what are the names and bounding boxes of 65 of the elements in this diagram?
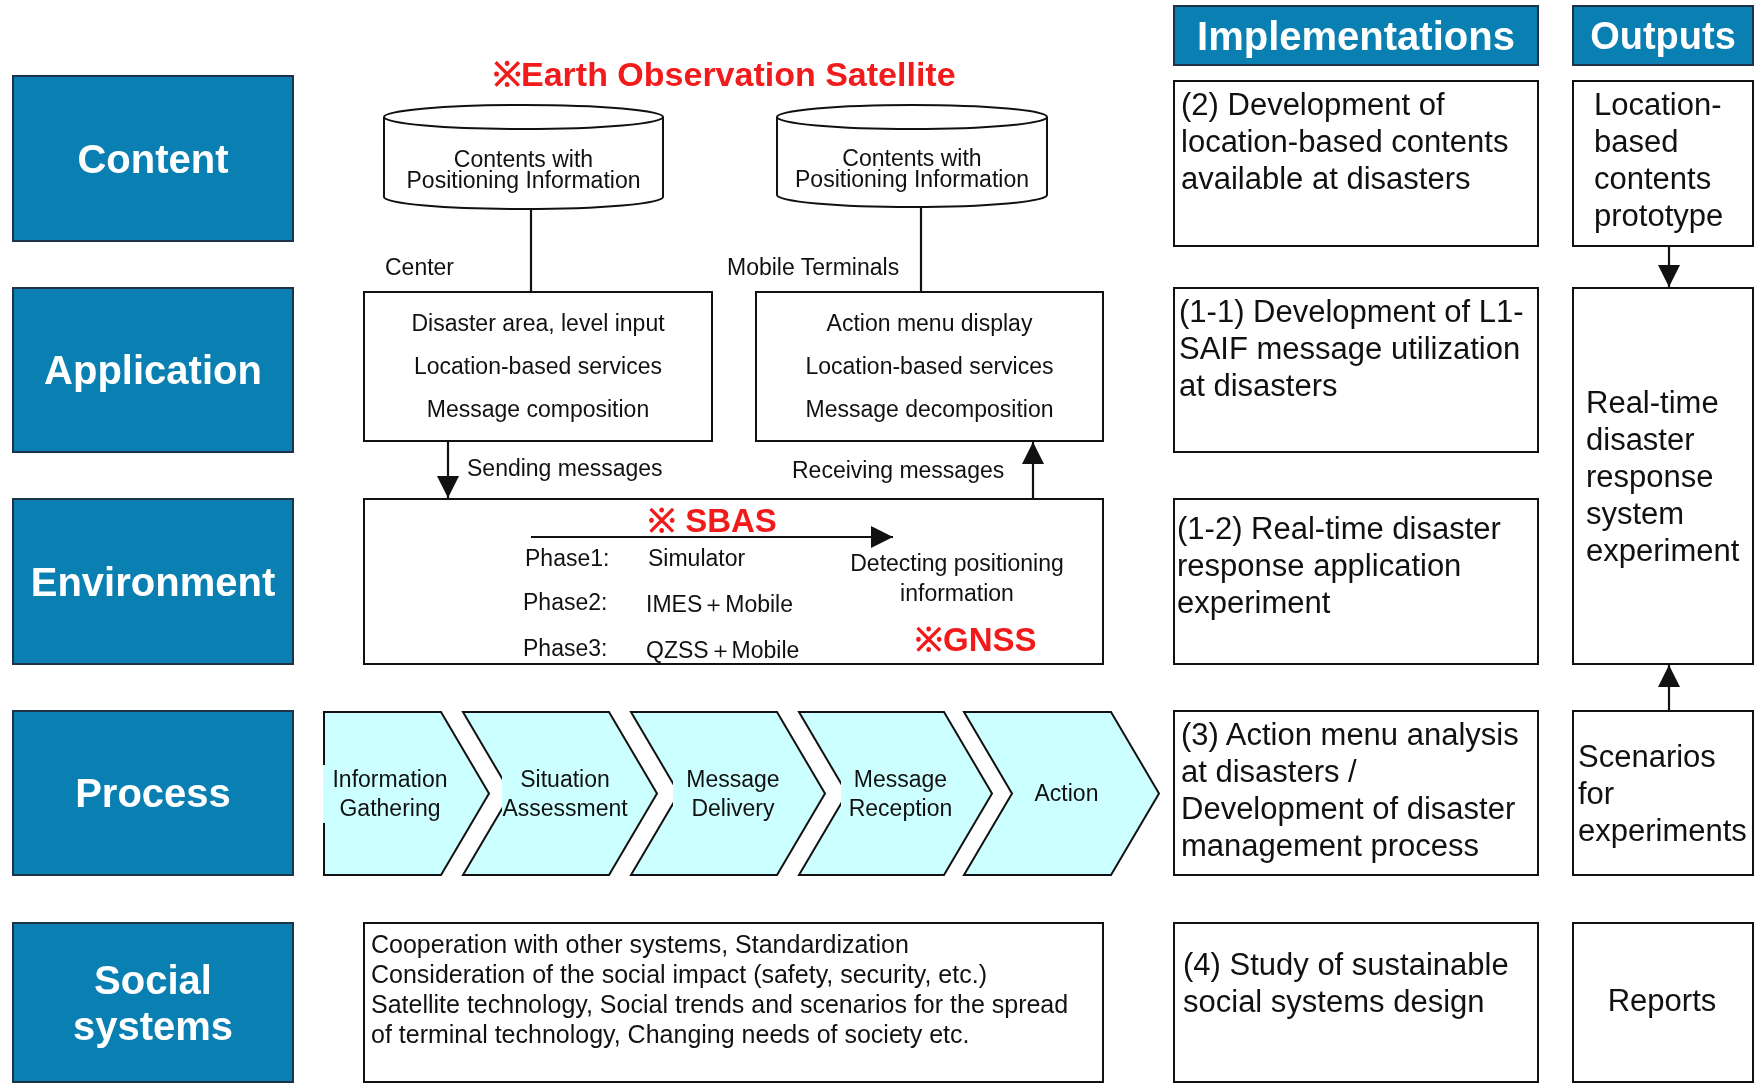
text-box	[1173, 710, 1539, 876]
text-box	[1173, 498, 1539, 665]
process-step: Message Reception	[798, 711, 993, 876]
environment-text: Simulator	[648, 545, 746, 572]
row-header: Implementations	[1173, 5, 1539, 66]
function-text: Message composition	[426, 396, 650, 423]
database-cylinder: Contents with Positioning Information	[776, 104, 1048, 208]
process-step: Message Delivery	[630, 711, 826, 876]
row-header: Content	[12, 75, 294, 242]
text-box	[1572, 710, 1754, 876]
row-header: Process	[12, 710, 294, 876]
arrow	[1658, 247, 1680, 287]
text-box	[1572, 80, 1754, 247]
box-text: (4) Study of sustainable social systems design	[1183, 946, 1510, 1020]
function-text: Location-based services	[414, 353, 662, 380]
environment-text: Phase1:	[525, 545, 610, 572]
box-text: Reports	[1607, 982, 1717, 1019]
edge-label: Sending messages	[465, 455, 665, 482]
box-text: Location-based contents prototype	[1594, 86, 1725, 234]
box-text: Scenarios for experiments	[1578, 737, 1748, 849]
arrow	[1658, 665, 1680, 710]
environment-text: Detecting positioning information	[849, 549, 1065, 608]
process-step: Action	[963, 711, 1160, 876]
box-text: (2) Development of location-based contents available at disasters	[1181, 86, 1510, 197]
row-header: Application	[12, 287, 294, 453]
text-box	[1173, 80, 1539, 247]
text-box	[1572, 922, 1754, 1083]
text-box	[363, 922, 1104, 1083]
process-box	[755, 291, 1104, 442]
environment-text: Phase3:	[523, 635, 608, 662]
environment-text: ※ SBAS	[648, 501, 777, 541]
process-step: Situation Assessment	[462, 711, 658, 876]
process-step: Information Gathering	[323, 711, 490, 876]
function-text: Location-based services	[805, 353, 1054, 380]
arrow	[1022, 442, 1044, 498]
title-label: ※Earth Observation Satellite	[493, 54, 956, 95]
node-caption: Mobile Terminals	[727, 254, 900, 281]
environment-text: IMES＋Mobile	[646, 590, 793, 619]
connector-line	[529, 210, 533, 291]
text-box	[1572, 287, 1754, 665]
environment-text: ※GNSS	[915, 620, 1037, 660]
box-text: (1-1) Development of L1-SAIF message utilization at disasters	[1179, 293, 1525, 404]
environment-box	[363, 498, 1104, 665]
function-text: Action menu display	[826, 310, 1033, 337]
box-text: Cooperation with other systems, Standardization	[371, 929, 910, 959]
function-text: Disaster area, level input	[411, 310, 665, 337]
row-header: Social systems	[12, 922, 294, 1083]
box-text: Real-time disaster response system experiment	[1586, 383, 1741, 569]
edge-label: Receiving messages	[790, 457, 1007, 484]
box-text: Consideration of the social impact (safety, security, etc.)	[371, 959, 988, 989]
row-header: Outputs	[1572, 5, 1754, 66]
function-text: Message decomposition	[805, 396, 1054, 423]
database-cylinder: Contents with Positioning Information	[383, 104, 664, 210]
environment-text: QZSS＋Mobile	[646, 636, 800, 665]
box-text: (1-2) Real-time disaster response application experiment	[1177, 510, 1502, 621]
process-box	[363, 291, 713, 442]
box-text: Satellite technology, Social trends and scenarios for the spread of terminal technology, Changing needs of society etc.	[371, 989, 1070, 1049]
box-text: (3) Action menu analysis at disasters / Development of disaster management process	[1181, 716, 1520, 864]
row-header: Environment	[12, 498, 294, 665]
arrow	[437, 442, 459, 498]
text-box	[1173, 922, 1539, 1083]
connector-line	[919, 208, 923, 291]
node-caption: Center	[385, 254, 455, 281]
text-box	[1173, 287, 1539, 453]
environment-text: Phase2:	[523, 589, 608, 616]
